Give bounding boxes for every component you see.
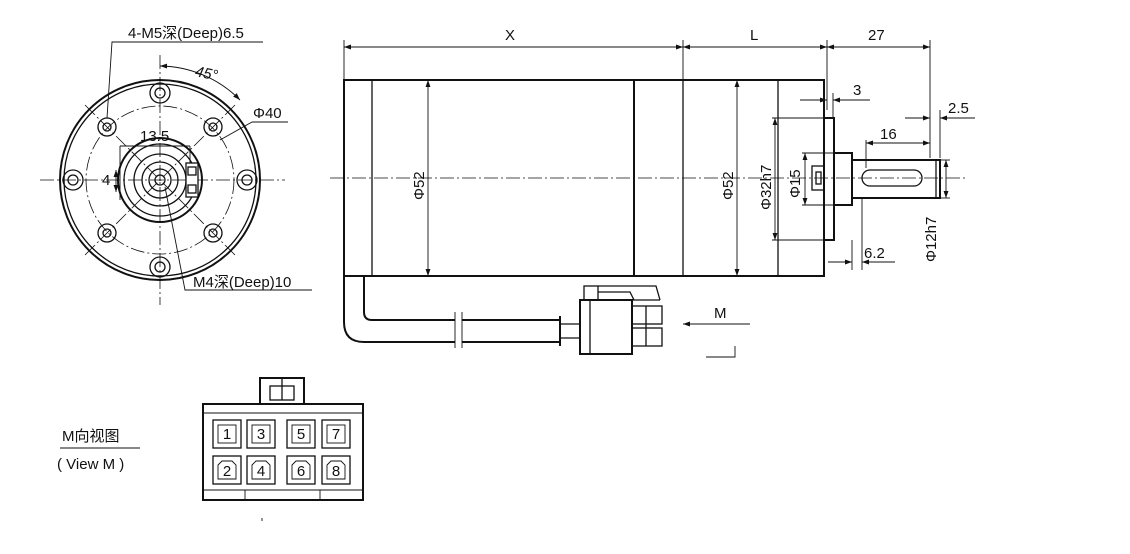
dim-3: 3	[853, 82, 861, 99]
view-arrow-m: M	[714, 305, 727, 322]
view-title-cn: M向视图	[62, 428, 120, 445]
callout-m4-hole: M4深(Deep)10	[193, 274, 291, 291]
front-view: 4-M5深(Deep)6.5 45° Φ40 13.5 4 M4深(Deep)1…	[40, 25, 312, 305]
view-title-en: ( View M )	[57, 456, 124, 473]
dim-phi32h7: Φ32h7	[758, 165, 775, 210]
pin-label-5: 5	[297, 426, 305, 443]
pin-label-8: 8	[332, 463, 340, 480]
dim-phi52-body: Φ52	[411, 171, 428, 200]
dim-phi12h7: Φ12h7	[923, 217, 940, 262]
side-view: X L 27 3 2.5 16 6.2 Φ52 Φ52 Φ32h7 Φ15 Φ1…	[330, 27, 975, 358]
pin-label-3: 3	[257, 426, 265, 443]
dim-6-2: 6.2	[864, 245, 885, 262]
dim-phi52-gear: Φ52	[720, 171, 737, 200]
dim-x: X	[505, 27, 515, 44]
dim-l: L	[750, 27, 758, 44]
pin-label-4: 4	[257, 463, 265, 480]
dim-2-5: 2.5	[948, 100, 969, 117]
pin-label-2: 2	[223, 463, 231, 480]
dim-pcd-40: Φ40	[253, 105, 282, 122]
callout-m5-holes: 4-M5深(Deep)6.5	[128, 25, 244, 42]
pin-label-6: 6	[297, 463, 305, 480]
pin-label-1: 1	[223, 426, 231, 443]
dim-phi15: Φ15	[787, 169, 804, 198]
dim-angle-45: 45°	[194, 63, 220, 84]
connector-view: M向视图 ( View M ) 1 3 5 7	[57, 377, 364, 521]
dim-13-5: 13.5	[140, 128, 169, 145]
pin-label-7: 7	[332, 426, 340, 443]
dim-4: 4	[102, 172, 110, 189]
dim-27: 27	[868, 27, 885, 44]
dim-16: 16	[880, 126, 897, 143]
